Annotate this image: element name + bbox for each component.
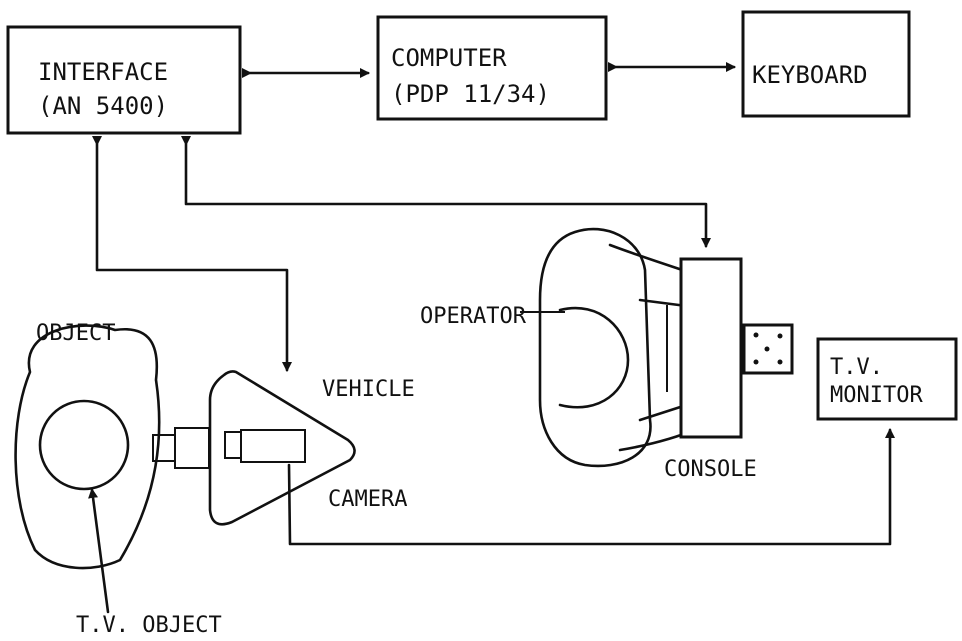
tv-object-pointer (88, 488, 110, 614)
interface-console-link (181, 136, 711, 248)
interface-model-label: (AN 5400) (38, 92, 168, 120)
camera-mount (152, 427, 210, 469)
camera-monitor-link (287, 428, 895, 546)
camera-icon (240, 429, 306, 463)
tv-monitor-label-line2: MONITOR (830, 383, 923, 408)
computer-label: COMPUTER (391, 44, 507, 72)
tv-monitor-block: T.V. MONITOR (816, 337, 958, 421)
tv-monitor-label-line1: T.V. (830, 355, 883, 380)
operator-label: OPERATOR (420, 304, 527, 329)
keyboard-block: KEYBOARD (741, 10, 911, 118)
camera-label: CAMERA (328, 487, 407, 512)
console-shape (666, 257, 794, 439)
interface-block: INTERFACE (AN 5400) (6, 25, 242, 135)
computer-block: COMPUTER (PDP 11/34) (376, 15, 608, 121)
object-label: OBJECT (36, 321, 115, 346)
vehicle-label: VEHICLE (322, 377, 415, 402)
computer-model-label: (PDP 11/34) (391, 80, 550, 108)
keyboard-label: KEYBOARD (752, 61, 868, 89)
vehicle-shape (208, 370, 356, 526)
interface-label: INTERFACE (38, 58, 168, 86)
tv-object-label: T.V. OBJECT (76, 613, 222, 638)
console-label: CONSOLE (664, 457, 757, 482)
interface-vehicle-link (92, 136, 292, 372)
object-shape (14, 324, 161, 570)
camera-lens-icon (224, 431, 242, 459)
